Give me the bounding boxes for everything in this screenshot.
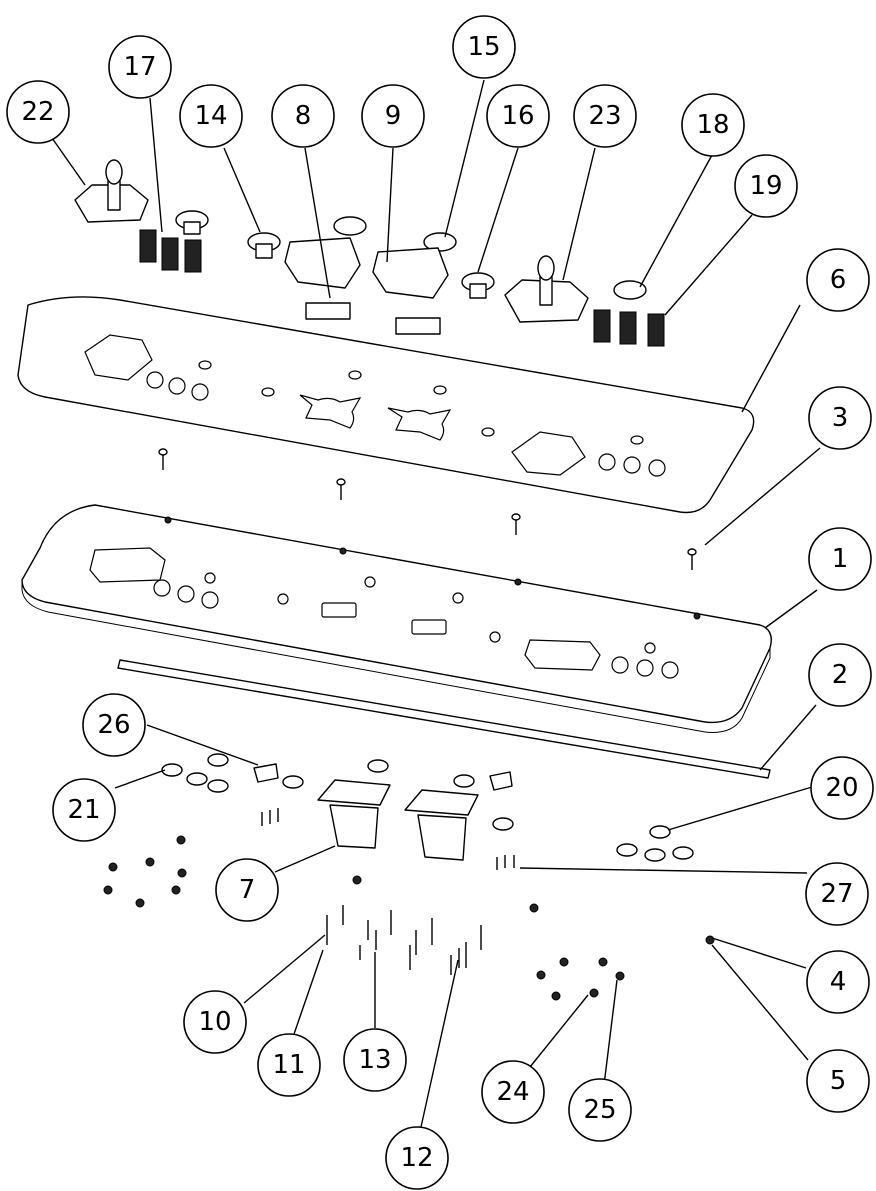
balloon-25: 25 [568, 1078, 632, 1142]
balloon-21: 21 [52, 778, 116, 842]
balloon-9: 9 [361, 84, 425, 148]
balloon-20: 20 [810, 756, 874, 820]
balloon-4: 4 [806, 950, 870, 1014]
balloon-13: 13 [343, 1028, 407, 1092]
balloon-27: 27 [805, 862, 869, 926]
balloon-3: 3 [808, 386, 872, 450]
svg-text:17: 17 [123, 52, 156, 82]
bezels [284, 237, 449, 335]
svg-text:23: 23 [588, 101, 621, 131]
svg-text:20: 20 [825, 773, 858, 803]
svg-text:6: 6 [830, 265, 847, 295]
balloon-10: 10 [183, 990, 247, 1054]
balloon-7: 7 [215, 858, 279, 922]
svg-text:15: 15 [467, 32, 500, 62]
svg-text:12: 12 [400, 1143, 433, 1173]
svg-text:3: 3 [832, 403, 849, 433]
main-panel [21, 504, 772, 733]
small-hardware [103, 753, 715, 1001]
svg-text:25: 25 [583, 1095, 616, 1125]
balloon-19: 19 [734, 154, 798, 218]
balloon-17: 17 [108, 35, 172, 99]
balloon-24: 24 [481, 1060, 545, 1124]
balloon-11: 11 [257, 1033, 321, 1097]
joystick-left [74, 159, 149, 223]
svg-text:4: 4 [830, 967, 847, 997]
balloon-16: 16 [486, 84, 550, 148]
balloon-14: 14 [179, 84, 243, 148]
overlay-panel [17, 296, 755, 514]
balloon-26: 26 [82, 693, 146, 757]
balloon-8: 8 [271, 84, 335, 148]
svg-text:18: 18 [696, 110, 729, 140]
balloon-23: 23 [573, 84, 637, 148]
svg-text:19: 19 [749, 171, 782, 201]
svg-text:13: 13 [358, 1045, 391, 1075]
balloon-5: 5 [806, 1049, 870, 1113]
balloon-2: 2 [808, 643, 872, 707]
joystick-right [504, 255, 589, 323]
svg-text:14: 14 [194, 101, 227, 131]
svg-text:22: 22 [21, 97, 54, 127]
svg-text:1: 1 [832, 544, 849, 574]
push-buttons [175, 210, 647, 300]
hinge-strip [117, 659, 771, 779]
balloon-1: 1 [808, 527, 872, 591]
svg-text:16: 16 [501, 101, 534, 131]
svg-text:5: 5 [830, 1066, 847, 1096]
svg-text:21: 21 [67, 795, 100, 825]
svg-text:27: 27 [820, 879, 853, 909]
balloon-6: 6 [806, 248, 870, 312]
svg-text:9: 9 [385, 101, 402, 131]
balloon-18: 18 [681, 93, 745, 157]
small-switches [139, 229, 665, 347]
balloon-22: 22 [6, 80, 70, 144]
balloon-12: 12 [385, 1126, 449, 1190]
cup-holders [317, 779, 479, 861]
screws [158, 448, 697, 570]
svg-text:26: 26 [97, 710, 130, 740]
balloon-15: 15 [452, 15, 516, 79]
svg-text:24: 24 [496, 1077, 529, 1107]
svg-text:11: 11 [272, 1050, 305, 1080]
svg-text:8: 8 [295, 101, 312, 131]
svg-text:7: 7 [239, 875, 256, 905]
leader-lines [51, 79, 821, 1128]
svg-text:10: 10 [198, 1007, 231, 1037]
svg-text:2: 2 [832, 660, 849, 690]
